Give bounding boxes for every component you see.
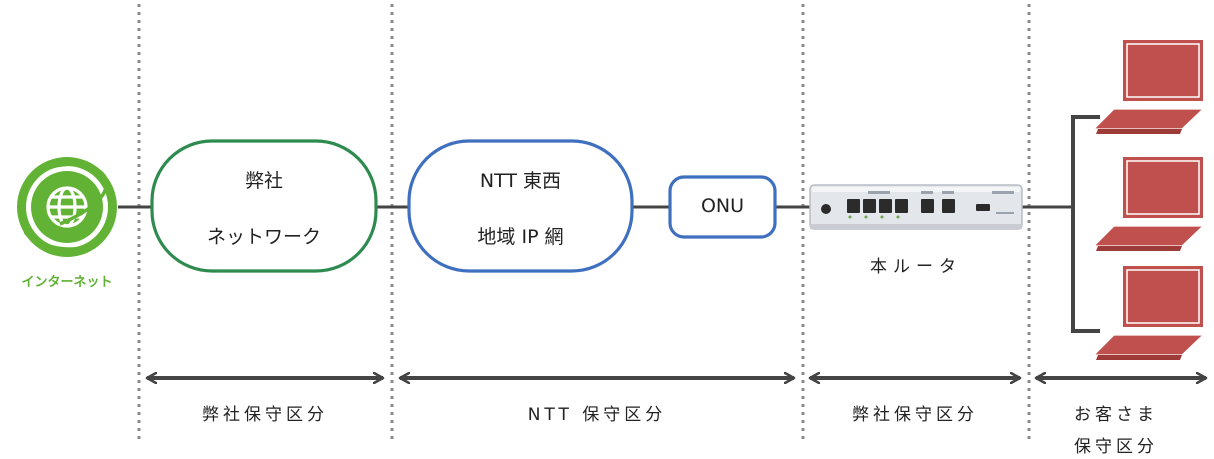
ntt-network-title-line2: 地域 IP 網 <box>477 226 564 248</box>
ntt-network-box <box>407 139 634 273</box>
company-network-box <box>150 139 378 273</box>
zone-label-router: 弊社保守区分 <box>852 405 978 425</box>
router-device <box>809 184 1023 230</box>
zone-label-customer-line1: お客さま <box>1074 405 1158 425</box>
zone-boundaries <box>137 4 1031 442</box>
laptop-icon <box>1092 157 1205 251</box>
onu-box <box>668 175 777 239</box>
onu-label: ONU <box>700 195 745 217</box>
laptop-icon <box>1092 40 1205 134</box>
globe-icon <box>17 157 117 257</box>
internet-label: インターネット <box>21 275 113 290</box>
company-network-title-line2: ネットワーク <box>206 226 321 248</box>
ntt-network-title-line1: NTT 東西 <box>479 170 562 192</box>
router-label: 本ルータ <box>870 257 962 277</box>
zone-label-ntt: NTT 保守区分 <box>527 405 667 425</box>
pc-branch-bracket <box>1071 115 1100 333</box>
laptop-icon <box>1092 266 1205 360</box>
company-network-title-line1: 弊社 <box>244 170 283 192</box>
zone-label-customer-line2: 保守区分 <box>1074 437 1158 457</box>
zone-label-company: 弊社保守区分 <box>202 405 328 425</box>
connection-lines <box>118 115 1100 333</box>
